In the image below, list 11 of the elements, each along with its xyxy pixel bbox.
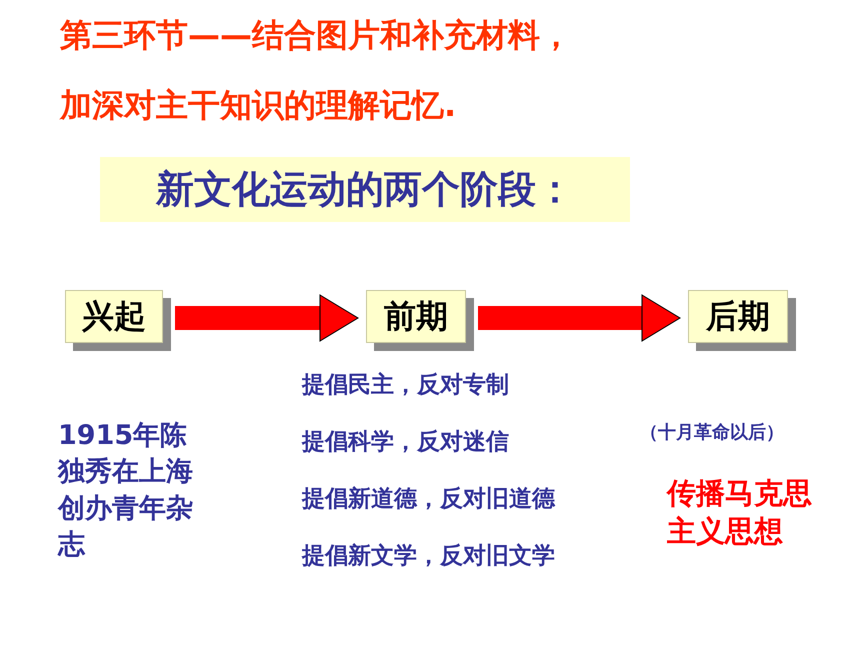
stage-point: 提倡民主，反对专制	[302, 371, 510, 400]
stage-point: 提倡新道德，反对旧道德	[302, 485, 556, 514]
event-note: 1915年陈独秀在上海创办青年杂志	[58, 419, 194, 562]
block-arrow	[478, 294, 680, 342]
slide-title: 第三环节——结合图片和补充材料，加深对主干知识的理解记忆.	[60, 15, 573, 126]
block-arrow	[175, 294, 358, 342]
stage-point: 提倡新文学，反对旧文学	[302, 542, 556, 571]
time-note: （十月革命以后）	[640, 421, 785, 444]
stage-point: 提倡科学，反对迷信	[302, 428, 510, 457]
heading-box: 新文化运动的两个阶段：	[100, 157, 630, 222]
stage-point: 传播马克思主义思想	[667, 475, 813, 550]
